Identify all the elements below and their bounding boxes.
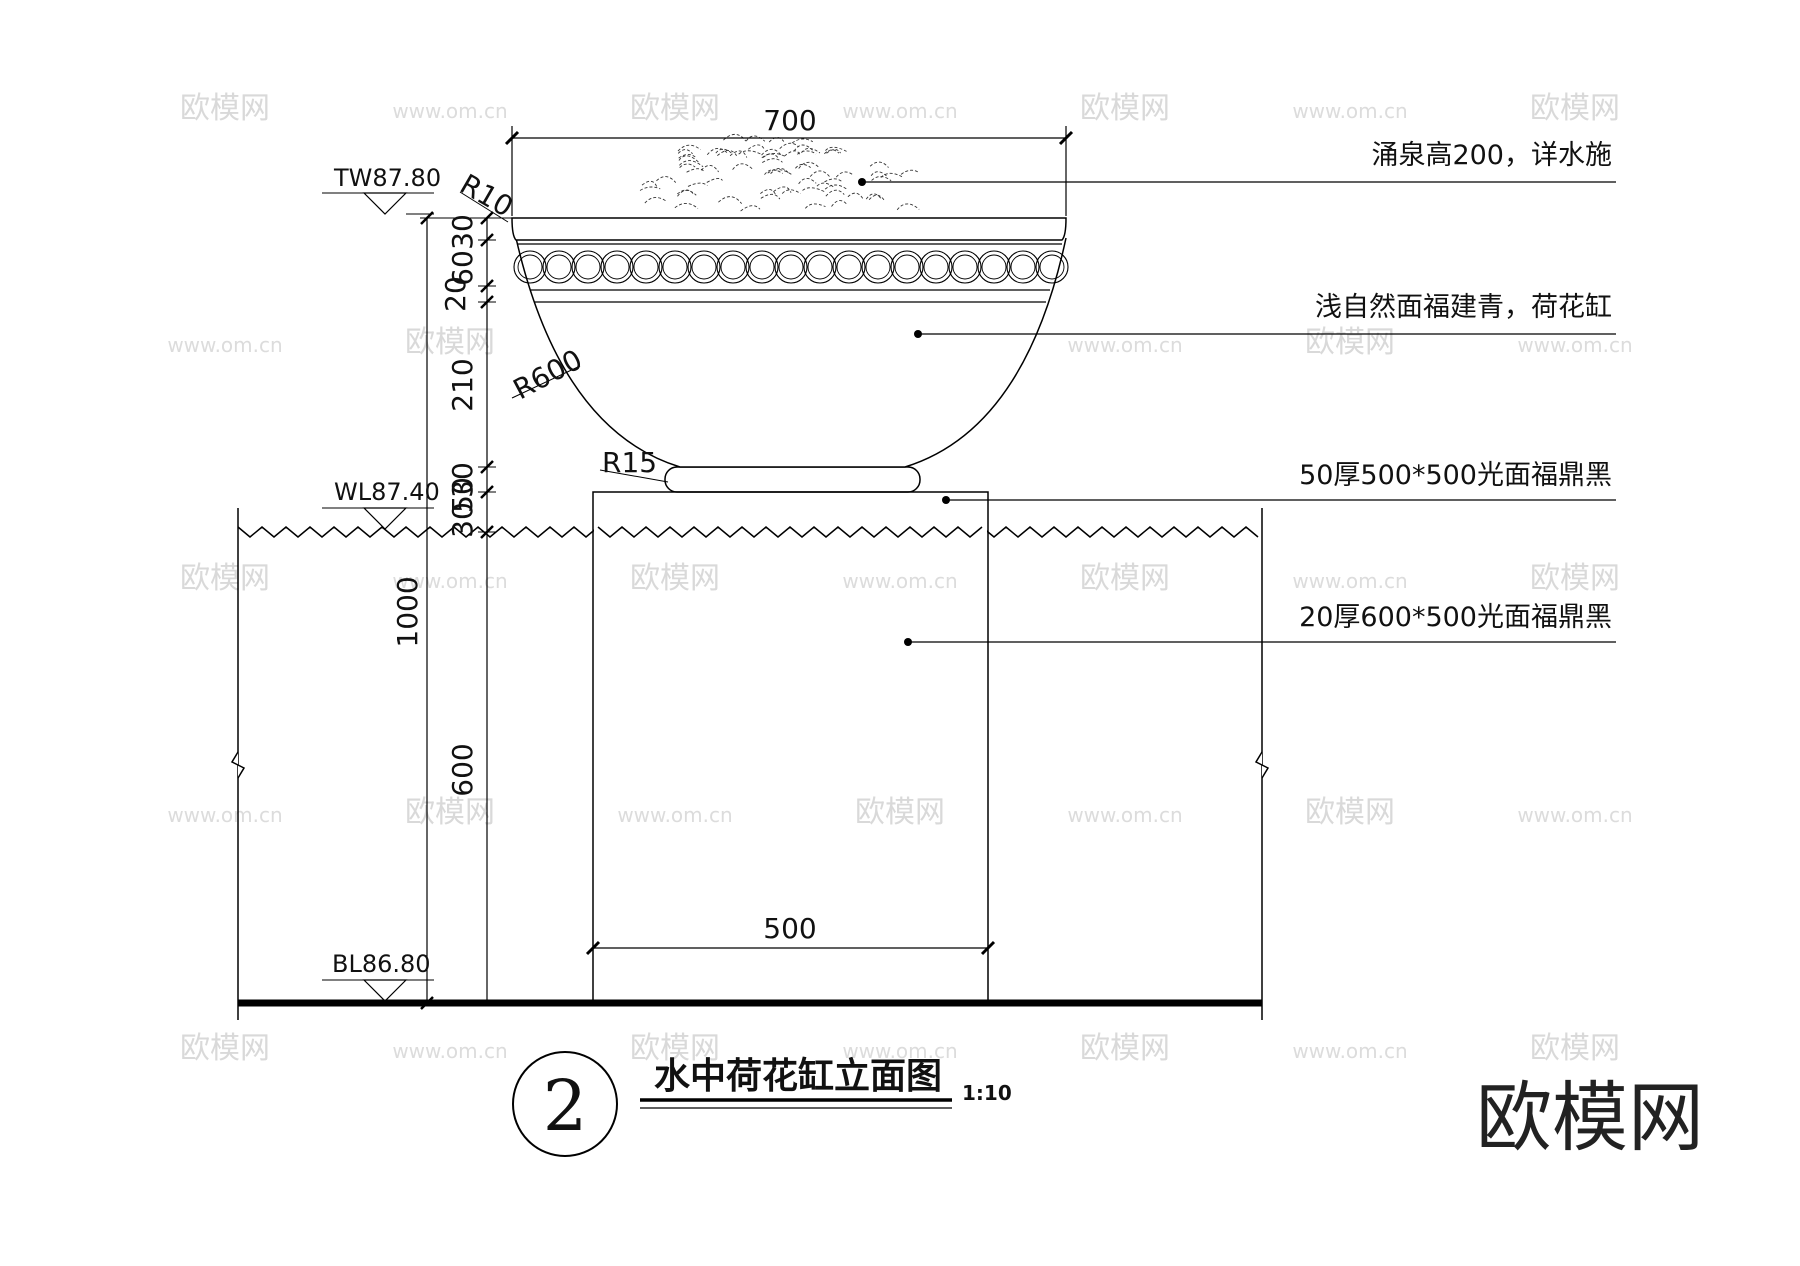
watermark-tile: 欧模网 [1305, 325, 1395, 360]
watermark-url: www.om.cn [392, 569, 507, 593]
right-break-mark [1254, 751, 1270, 779]
watermark-tile: 欧模网 [630, 1031, 720, 1066]
dim-label-20: 20 [439, 276, 472, 312]
lotus-bowl-body [515, 237, 1067, 468]
watermark-url: www.om.cn [392, 99, 507, 123]
dim-label-30-top: 30 [446, 214, 479, 250]
fountain-spray [639, 133, 920, 212]
dim-label-50: 50 [446, 477, 479, 513]
watermark-tile: 欧模网 [1530, 1031, 1620, 1066]
radius-r600-label: R600 [508, 343, 588, 406]
lotus-bowl-rim [511, 217, 1067, 241]
watermark-url: www.om.cn [1292, 1039, 1407, 1063]
dim-label-210: 210 [446, 358, 479, 411]
top-width-label: 700 [763, 104, 816, 137]
level-marker-bottom: BL86.80 [322, 950, 434, 1002]
brand-logo: 欧模网 [1476, 1073, 1704, 1162]
watermark-url: www.om.cn [617, 803, 732, 827]
watermark-tile: 欧模网 [180, 1031, 270, 1066]
watermark-url: www.om.cn [167, 803, 282, 827]
level-marker-water: WL87.40 [322, 478, 440, 530]
watermark-tile: 欧模网 [1530, 91, 1620, 126]
note-column-text: 20厚600*500光面福鼎黑 [1299, 602, 1612, 633]
watermark-url: www.om.cn [1067, 803, 1182, 827]
watermark-url: www.om.cn [1517, 803, 1632, 827]
watermark-url: www.om.cn [842, 1039, 957, 1063]
material-note-cap: 50厚500*500光面福鼎黑 [942, 460, 1616, 504]
watermark-tile: 欧模网 [1080, 561, 1170, 596]
base-width-dimension: 500 [585, 912, 996, 956]
watermark-url: www.om.cn [1067, 333, 1182, 357]
dim-label-30-mid: 30 [446, 462, 479, 498]
drawing-number-circle [512, 1051, 618, 1157]
watermark-tile: 欧模网 [855, 795, 945, 830]
watermark-tile: 欧模网 [1080, 91, 1170, 126]
dim-label-600: 600 [446, 743, 479, 796]
top-width-dimension: 700 [504, 104, 1074, 216]
note-fountain-text: 涌泉高200，详水施 [1371, 140, 1612, 171]
vertical-dimension-chains: 30 60 20 210 30 50 30 600 1000 [391, 211, 512, 1010]
watermark-tile: 欧模网 [630, 561, 720, 596]
drawing-scale: 1:10 [962, 1081, 1012, 1105]
level-top-label: TW87.80 [333, 164, 441, 192]
dim-label-60: 60 [446, 250, 479, 286]
drawing-number: 2 [543, 1065, 588, 1147]
watermark-url: www.om.cn [1292, 99, 1407, 123]
radius-r15-label: R15 [602, 446, 657, 479]
note-cap-text: 50厚500*500光面福鼎黑 [1299, 460, 1612, 491]
watermark-url: www.om.cn [392, 1039, 507, 1063]
dim-label-1000: 1000 [391, 576, 424, 647]
dim-label-30-low: 30 [446, 502, 479, 538]
watermark-url: www.om.cn [1292, 569, 1407, 593]
watermark-layer: 欧模网 www.om.cn 欧模网 www.om.cn 欧模网 www.om.cn 欧模网 w… [167, 91, 1632, 1066]
watermark-tile: 欧模网 [180, 91, 270, 126]
watermark-tile: 欧模网 [180, 561, 270, 596]
watermark-tile: 欧模网 [405, 325, 495, 360]
decorative-ring-pattern [513, 250, 1069, 284]
left-break-mark [230, 751, 246, 779]
material-note-bowl: 浅自然面福建青，荷花缸 [914, 292, 1616, 338]
watermark-url: www.om.cn [1517, 333, 1632, 357]
note-bowl-text: 浅自然面福建青，荷花缸 [1315, 292, 1612, 323]
watermark-tile: 欧模网 [630, 91, 720, 126]
drawing-title: 水中荷花缸立面图 [654, 1055, 942, 1097]
watermark-tile: 欧模网 [1530, 561, 1620, 596]
material-note-column: 20厚600*500光面福鼎黑 [904, 602, 1616, 646]
level-bottom-label: BL86.80 [332, 950, 431, 978]
watermark-tile: 欧模网 [1305, 795, 1395, 830]
level-water-label: WL87.40 [334, 478, 440, 506]
pedestal-column [592, 491, 989, 1004]
watermark-url: www.om.cn [842, 569, 957, 593]
level-marker-top: TW87.80 [322, 164, 441, 215]
watermark-tile: 欧模网 [405, 795, 495, 830]
watermark-url: www.om.cn [167, 333, 282, 357]
watermark-url: www.om.cn [842, 99, 957, 123]
title-block: 2 水中荷花缸立面图 1:10 [512, 1051, 1012, 1157]
bowl-base-cushion [664, 466, 921, 493]
base-width-label: 500 [763, 912, 816, 945]
material-note-fountain: 涌泉高200，详水施 [858, 140, 1616, 186]
watermark-tile: 欧模网 [1080, 1031, 1170, 1066]
